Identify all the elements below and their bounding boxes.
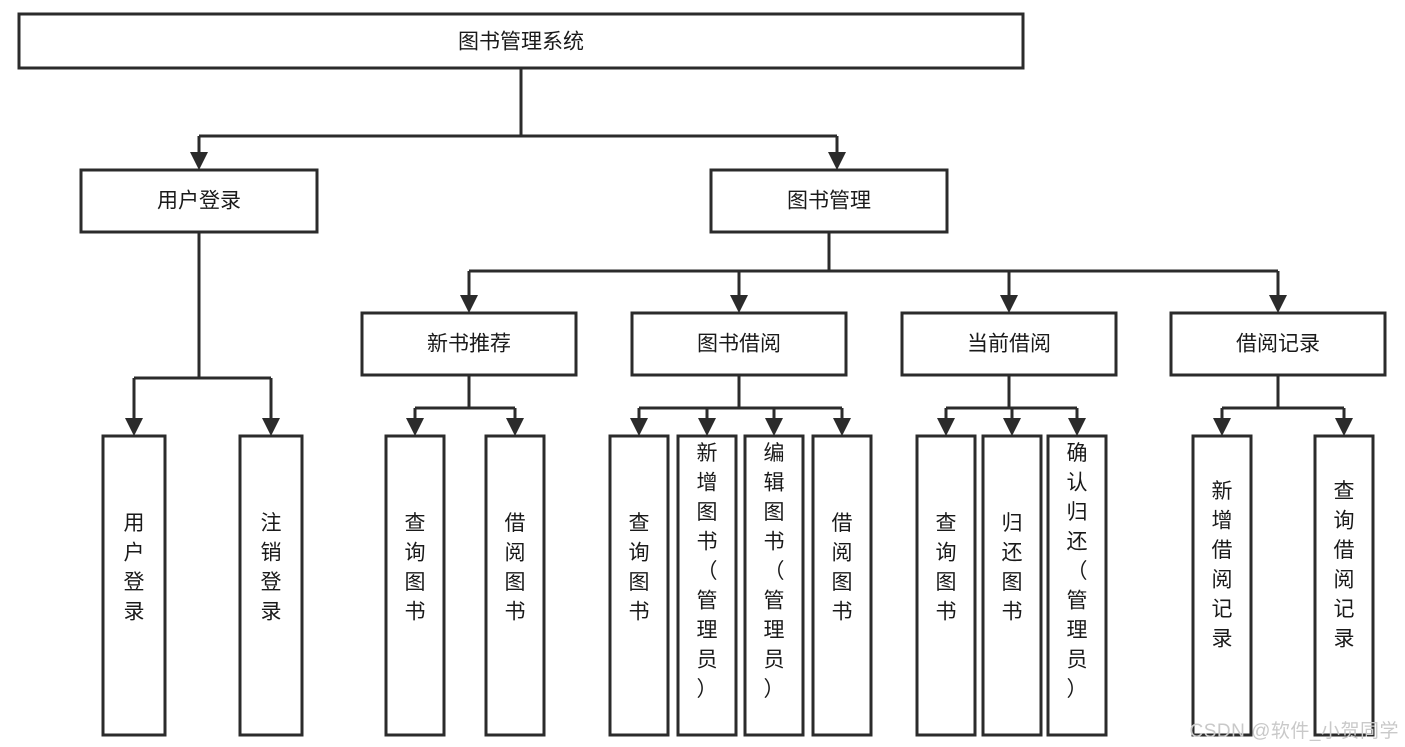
node-leaf-add-book[interactable]: 新增图书（管理员） <box>676 434 738 737</box>
arrow-head-leaf-user-login <box>125 418 143 436</box>
node-leaf-query-book-3-box[interactable] <box>915 434 977 737</box>
node-book-borrow-label: 图书借阅 <box>697 333 781 356</box>
connector-new-book-recommend-bus <box>413 375 517 418</box>
arrow-head-leaf-user-logout <box>262 418 280 436</box>
node-borrow-record[interactable]: 借阅记录 <box>1169 311 1387 377</box>
node-leaf-edit-book-box[interactable] <box>743 434 805 737</box>
node-leaf-borrow-book-1-label: 借阅图书 <box>505 512 526 624</box>
node-leaf-borrow-book-2-box[interactable] <box>811 434 873 737</box>
node-leaf-user-logout-box[interactable] <box>238 434 304 737</box>
node-leaf-return-book[interactable]: 归还图书 <box>981 434 1043 737</box>
node-leaf-user-logout-label: 注销登录 <box>261 512 282 624</box>
node-leaf-query-book-2-box[interactable] <box>608 434 670 737</box>
node-root-box[interactable] <box>17 12 1025 70</box>
node-book-borrow[interactable]: 图书借阅 <box>630 311 848 377</box>
node-leaf-query-book-1-label: 查询图书 <box>405 512 426 624</box>
node-leaf-borrow-book-2[interactable]: 借阅图书 <box>811 434 873 737</box>
node-current-borrow[interactable]: 当前借阅 <box>900 311 1118 377</box>
node-leaf-query-record-box[interactable] <box>1313 434 1375 737</box>
node-current-borrow-box[interactable] <box>900 311 1118 377</box>
node-leaf-edit-book[interactable]: 编辑图书（管理员） <box>743 434 805 737</box>
node-leaf-borrow-book-2-label: 借阅图书 <box>832 512 853 624</box>
node-leaf-user-login-label: 用户登录 <box>124 512 145 624</box>
node-leaf-return-book-box[interactable] <box>981 434 1043 737</box>
csdn-watermark: CSDN @软件_小贺同学 <box>1189 721 1399 742</box>
arrow-head-leaf-query-record <box>1335 418 1353 436</box>
node-leaf-borrow-book-1[interactable]: 借阅图书 <box>484 434 546 737</box>
arrow-head-new-book-recommend <box>460 295 478 313</box>
node-root-label: 图书管理系统 <box>458 31 584 54</box>
arrow-head-borrow-record <box>1269 295 1287 313</box>
node-leaf-add-book-label: 新增图书（管理员） <box>697 442 718 701</box>
node-leaf-user-logout[interactable]: 注销登录 <box>238 434 304 737</box>
node-leaf-borrow-book-1-box[interactable] <box>484 434 546 737</box>
node-leaf-query-record[interactable]: 查询借阅记录 <box>1313 434 1375 737</box>
node-leaf-add-record[interactable]: 新增借阅记录 <box>1191 434 1253 737</box>
arrow-head-book-manage <box>828 152 846 170</box>
node-leaf-add-record-box[interactable] <box>1191 434 1253 737</box>
node-root[interactable]: 图书管理系统 <box>17 12 1025 70</box>
node-new-book-recommend[interactable]: 新书推荐 <box>360 311 578 377</box>
connector-user-login-bus <box>132 232 273 418</box>
node-leaf-query-book-3[interactable]: 查询图书 <box>915 434 977 737</box>
arrow-head-leaf-add-record <box>1213 418 1231 436</box>
arrow-head-current-borrow <box>1000 295 1018 313</box>
node-book-manage-label: 图书管理 <box>787 190 871 213</box>
arrow-head-leaf-borrow-book-2 <box>833 418 851 436</box>
node-leaf-query-book-1[interactable]: 查询图书 <box>384 434 446 737</box>
node-leaf-user-login-box[interactable] <box>101 434 167 737</box>
node-user-login-box[interactable] <box>79 168 319 234</box>
arrow-head-book-borrow <box>730 295 748 313</box>
node-borrow-record-label: 借阅记录 <box>1236 333 1320 356</box>
node-new-book-recommend-box[interactable] <box>360 311 578 377</box>
arrow-head-leaf-query-book-2 <box>630 418 648 436</box>
node-leaf-query-book-1-box[interactable] <box>384 434 446 737</box>
node-leaf-query-book-3-label: 查询图书 <box>936 512 957 624</box>
arrow-head-leaf-edit-book <box>765 418 783 436</box>
arrow-head-user-login <box>190 152 208 170</box>
node-book-borrow-box[interactable] <box>630 311 848 377</box>
node-leaf-confirm-return-label: 确认归还（管理员） <box>1067 442 1088 701</box>
node-borrow-record-box[interactable] <box>1169 311 1387 377</box>
arrow-head-leaf-return-book <box>1003 418 1021 436</box>
node-book-manage-box[interactable] <box>709 168 949 234</box>
node-new-book-recommend-label: 新书推荐 <box>427 333 511 356</box>
node-leaf-confirm-return[interactable]: 确认归还（管理员） <box>1046 434 1108 737</box>
node-leaf-edit-book-label: 编辑图书（管理员） <box>764 442 785 701</box>
arrow-head-leaf-query-book-1 <box>406 418 424 436</box>
connector-book-borrow-bus <box>637 375 844 418</box>
arrow-head-leaf-confirm-return <box>1068 418 1086 436</box>
node-user-login[interactable]: 用户登录 <box>79 168 319 234</box>
arrow-head-leaf-query-book-3 <box>937 418 955 436</box>
arrow-head-leaf-add-book <box>698 418 716 436</box>
node-leaf-user-login[interactable]: 用户登录 <box>101 434 167 737</box>
node-leaf-add-record-label: 新增借阅记录 <box>1212 480 1233 651</box>
connector-borrow-record-bus <box>1220 375 1346 418</box>
connector-layer <box>125 68 1353 436</box>
node-leaf-query-record-label: 查询借阅记录 <box>1334 480 1355 651</box>
node-book-manage[interactable]: 图书管理 <box>709 168 949 234</box>
node-leaf-return-book-label: 归还图书 <box>1002 512 1023 624</box>
connector-current-borrow-bus <box>944 375 1079 418</box>
node-user-login-label: 用户登录 <box>157 190 241 213</box>
node-leaf-add-book-box[interactable] <box>676 434 738 737</box>
node-leaf-query-book-2-label: 查询图书 <box>629 512 650 624</box>
connector-root-bus <box>197 68 839 152</box>
arrow-head-leaf-borrow-book-1 <box>506 418 524 436</box>
node-leaf-confirm-return-box[interactable] <box>1046 434 1108 737</box>
connector-book-manage-bus <box>467 232 1280 295</box>
node-leaf-query-book-2[interactable]: 查询图书 <box>608 434 670 737</box>
node-current-borrow-label: 当前借阅 <box>967 333 1051 356</box>
